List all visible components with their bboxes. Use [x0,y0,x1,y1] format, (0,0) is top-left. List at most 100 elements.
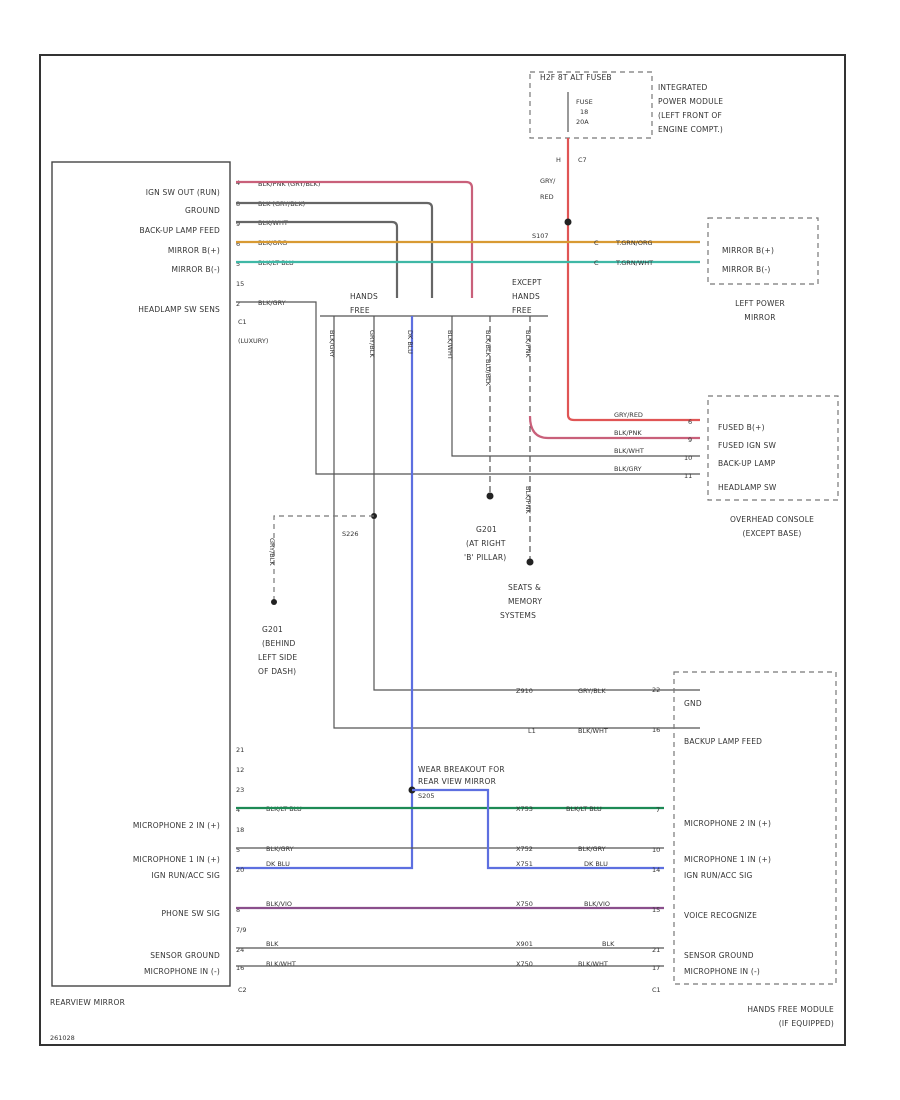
rvm-pin-num: 8 [236,906,240,914]
rvm-pin-num: 18 [236,826,244,834]
rvm-title: REARVIEW MIRROR [50,998,125,1007]
breakout-label: WEAR BREAKOUT FOR [418,765,505,774]
diagram-border [39,54,846,1046]
wire-ground [236,201,434,298]
seats-wire-label: BLK/PNK [524,486,532,514]
mirror-pin-num: C [594,239,599,247]
rvm-pin-num: 9 [236,220,240,228]
fuse-wire-color-2: RED [540,193,554,201]
hfm-circuit: X750 [516,960,533,968]
vert-wire-label: GRY/BLK [368,330,376,358]
rvm-pin-num: 20 [236,866,244,874]
console-wire-color: GRY/RED [614,411,643,419]
hfm-wire-color: DK BLU [584,860,608,868]
hands-free-label: FREE [350,306,370,315]
seats-dot [526,558,534,566]
diagram-footer-code: 261028 [50,1034,75,1042]
console-pin-num: 9 [688,436,692,444]
wire-backup-lamp-feed [236,220,399,298]
vert-wire-label: BLK/GRY [328,330,336,358]
splice-s107: S107 [532,232,549,240]
vertical-wire-labels: BLK/GRY GRY/BLK DK BLU BLK/WHT BLK/BLK B… [328,330,532,514]
rvm-pin-num: 23 [236,786,244,794]
hfm-pin-num: 16 [652,726,660,734]
splice-s226: S226 [342,530,359,538]
fuse-amperage: 20A [576,118,589,126]
hfm-circuit: Z910 [516,687,533,695]
rvm-pin-label: MICROPHONE 1 IN (+) [133,855,220,864]
rvm-top-pins: IGN SW OUT (RUN) GROUND BACK-UP LAMP FEE… [138,179,320,314]
hfm-title: (IF EQUIPPED) [779,1019,834,1028]
breakout-label: REAR VIEW MIRROR [418,777,496,786]
rvm-pin-num: 5 [236,260,240,268]
except-label: FREE [512,306,532,315]
hfm-pin-label: IGN RUN/ACC SIG [684,871,753,880]
hfm-pin-label: MICROPHONE 1 IN (+) [684,855,771,864]
drop-ground [373,316,700,691]
rvm-wire-color: DK BLU [266,860,290,868]
wire-headlamp-sw [236,301,700,475]
rvm-pin-num: 4 [236,806,240,814]
g201-label: 'B' PILLAR) [464,553,506,562]
rvm-c1-sub: (LUXURY) [238,337,268,345]
drop-backup-console [451,316,700,457]
fuse-wire-color-1: GRY/ [540,177,556,185]
fuse-block: H2F 8T ALT FUSEB FUSE 18 20A INTEGRATED … [529,71,723,240]
g201b-label: OF DASH) [258,667,296,676]
rvm-wire-color: BLK [266,940,279,948]
except-label: HANDS [512,292,540,301]
hands-free-module: GND BACKUP LAMP FEED MICROPHONE 2 IN (+)… [516,671,837,1028]
rvm-pin-num: 15 [236,280,244,288]
ipm-label-3: (LEFT FRONT OF [658,111,722,120]
fuse-label: FUSE [576,98,593,106]
hfm-circuit: X752 [516,845,533,853]
splice-dot [564,218,572,226]
hfm-pin-label: VOICE RECOGNIZE [684,911,757,920]
mirror-pin-num: C [594,259,599,267]
hfm-pin-num: 10 [652,846,660,854]
rvm-pin-num: 5 [236,846,240,854]
console-wire-color: BLK/GRY [614,465,642,473]
console-pin-num: 10 [684,454,692,462]
hands-free-label: HANDS [350,292,378,301]
drop-backup-lamp [333,316,700,729]
rvm-c1-name: C1 [238,318,247,326]
fuse-conn-pin: H [556,156,561,164]
console-pin-label: HEADLAMP SW [718,483,777,492]
hfm-circuit: X901 [516,940,533,948]
wire-fused-b-plus [566,138,700,422]
hfm-circuit: X751 [516,860,533,868]
rvm-pin-num: 21 [236,746,244,754]
rvm-pin-label: MICROPHONE IN (-) [144,967,220,976]
console-pin-label: FUSED IGN SW [718,441,776,450]
wire-ign-run-hfm [412,788,664,870]
mirror-wire-color: T.GRN/WHT [615,259,653,267]
ipm-label-1: INTEGRATED [658,83,708,92]
rvm-wire-color: BLK/WHT [266,960,296,968]
ground-dot [486,492,494,500]
g201b-label: LEFT SIDE [258,653,297,662]
hfm-pin-label: BACKUP LAMP FEED [684,737,762,746]
console-title: OVERHEAD CONSOLE [730,515,814,524]
left-power-mirror: MIRROR B(+) MIRROR B(-) C C T.GRN/ORG T.… [594,217,819,322]
ipm-label-4: ENGINE COMPT.) [658,125,723,134]
hfm-pin-label: MICROPHONE IN (-) [684,967,760,976]
hfm-circuit: X753 [516,805,533,813]
hfm-wire-color: BLK/VIO [584,900,610,908]
mirror-pin-label: MIRROR B(-) [722,265,771,274]
rvm-wire-color: BLK/GRY [258,299,286,307]
mirror-wire-color: T.GRN/ORG [615,239,653,247]
console-title: (EXCEPT BASE) [742,529,801,538]
rvm-pin-num: 16 [236,964,244,972]
hfm-pin-num: 7 [656,806,660,814]
g201b-dot [271,599,277,605]
rvm-wire-color: BLK/VIO [266,900,292,908]
rvm-pin-num: 24 [236,946,244,954]
except-label: EXCEPT [512,278,542,287]
vert-wire-label: BLK/WHT [446,330,454,360]
splice-s205: S205 [418,792,435,800]
rvm-pin-label: SENSOR GROUND [150,951,220,960]
vert-wire-label: BLK/PNK [524,330,532,358]
console-wire-color: BLK/WHT [614,447,644,455]
console-pin-label: FUSED B(+) [718,423,765,432]
